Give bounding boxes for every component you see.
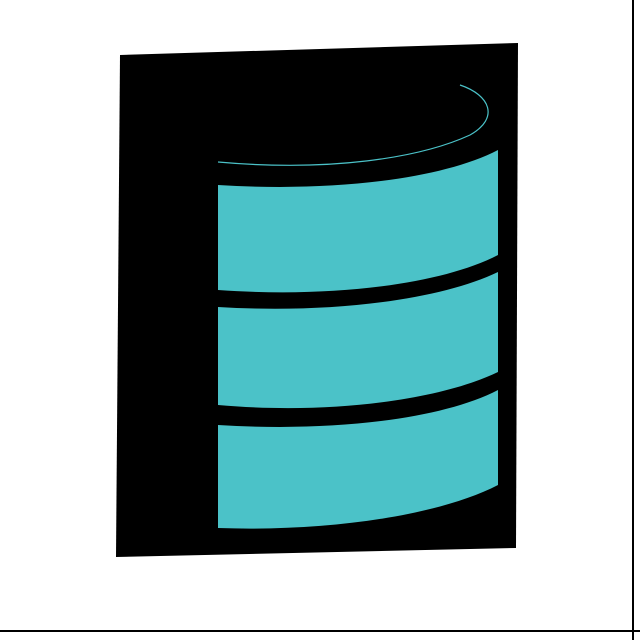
cylinder-band-2 — [218, 272, 498, 409]
cylinder-band-1 — [218, 150, 498, 293]
frame-edge-right — [632, 0, 634, 640]
cylinder-top-rim — [217, 84, 489, 166]
frame-edge-bottom — [0, 630, 640, 632]
cylinder-band-3 — [218, 390, 498, 529]
